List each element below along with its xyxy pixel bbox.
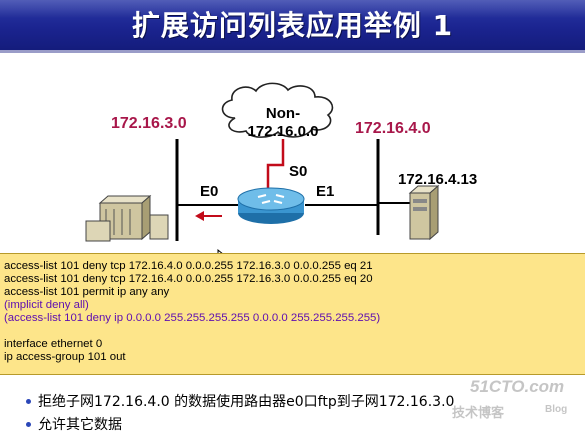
watermark-blog: Blog — [545, 404, 568, 415]
cloud-label: Non- 172.16.0.0 — [228, 105, 338, 141]
title-bar: 扩展访问列表应用举例 1 — [0, 0, 585, 50]
cloud-icon — [221, 82, 334, 138]
config-line: access-list 101 permit ip any any — [4, 286, 170, 298]
traffic-arrow-icon — [195, 211, 222, 221]
network-drawing — [85, 82, 440, 253]
e1-interface-label: E1 — [316, 183, 335, 200]
bullet-dot-icon — [26, 422, 31, 427]
config-line: access-list 101 deny tcp 172.16.4.0 0.0.… — [4, 273, 373, 285]
workstation-group-icon — [85, 194, 169, 242]
cloud-label-line2: 172.16.0.0 — [247, 123, 319, 140]
bullet-dot-icon — [26, 399, 31, 404]
mouse-cursor-icon — [217, 248, 223, 253]
subnet-left-label: 172.16.3.0 — [111, 115, 187, 132]
watermark-logo: 51CTO.com — [470, 377, 565, 396]
title-bar-highlight — [0, 0, 585, 18]
e0-interface-label: E0 — [200, 183, 219, 200]
subnet-right-label: 172.16.4.0 — [355, 120, 431, 137]
config-line: access-list 101 deny tcp 172.16.4.0 0.0.… — [4, 260, 373, 272]
cloud-label-line1: Non- — [265, 105, 301, 122]
bullet-item: 允许其它数据 — [38, 417, 122, 433]
bullet-item: 拒绝子网172.16.4.0 的数据使用路由器e0口ftp到子网172.16.3… — [38, 394, 455, 410]
slide-title: 扩展访问列表应用举例 1 — [131, 9, 454, 42]
config-panel: access-list 101 deny tcp 172.16.4.0 0.0.… — [0, 253, 585, 375]
network-diagram: 172.16.3.0 172.16.4.0 Non- 172.16.0.0 S0… — [0, 53, 585, 253]
serial-link — [266, 139, 285, 188]
server-icon — [408, 184, 440, 241]
router-icon — [237, 187, 305, 224]
serial-interface-label: S0 — [289, 163, 308, 180]
config-line: ip access-group 101 out — [4, 351, 126, 363]
server-ip-label: 172.16.4.13 — [398, 171, 478, 188]
config-comment-line: (access-list 101 deny ip 0.0.0.0 255.255… — [4, 312, 381, 324]
watermark-subtitle: 技术博客 — [452, 405, 505, 420]
config-comment-line: (implicit deny all) — [4, 299, 89, 311]
title-separator — [0, 50, 585, 53]
config-line: interface ethernet 0 — [4, 338, 103, 350]
